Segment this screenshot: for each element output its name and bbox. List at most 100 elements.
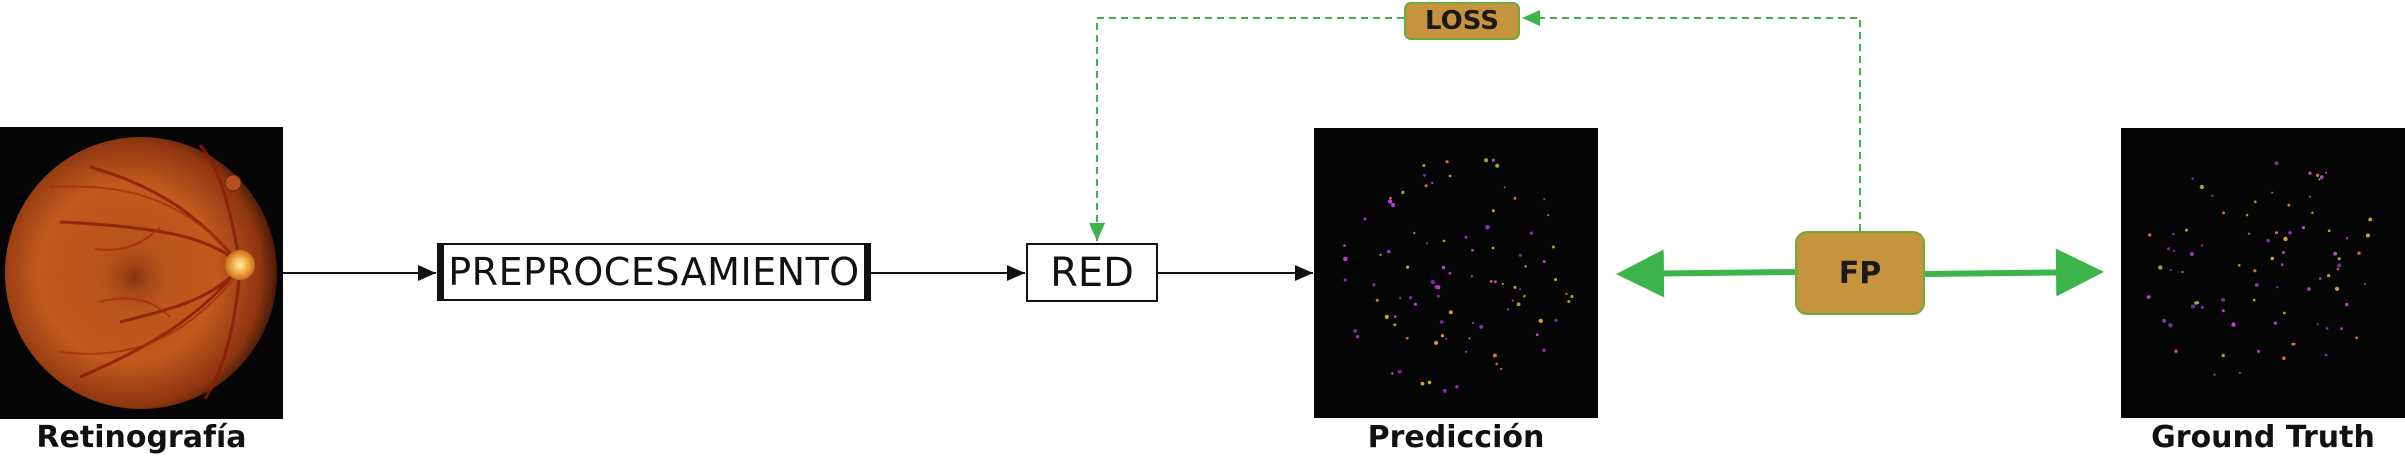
lesion-dot — [1495, 163, 1500, 168]
lesion-dot — [1397, 369, 1402, 374]
lesion-dot — [1430, 279, 1435, 285]
lesion-dot — [2146, 295, 2151, 299]
lesion-dot — [1436, 285, 1441, 290]
lesion-dot — [2340, 327, 2344, 331]
lesion-dot — [1448, 174, 1452, 178]
preprocessing-box: PREPROCESAMIENTO — [437, 243, 871, 301]
lesion-dot — [1408, 296, 1413, 300]
loss-label: LOSS — [1424, 6, 1500, 36]
lesion-dot — [1425, 242, 1429, 245]
lesion-dot — [2325, 327, 2329, 330]
ground-truth-dots — [2146, 161, 2373, 376]
network-label: RED — [1050, 249, 1134, 296]
lesion-dot — [1355, 335, 1360, 339]
lesion-dot — [2308, 171, 2312, 175]
lesion-dot — [1413, 231, 1416, 235]
lesion-dot — [1472, 322, 1474, 324]
arrow-fp-to-ground-truth — [1924, 248, 2104, 297]
prediction-caption: Predicción — [1367, 420, 1545, 455]
lesion-dot — [2345, 237, 2349, 240]
lesion-dot — [2283, 236, 2288, 242]
lesion-dot — [2307, 287, 2311, 291]
lesion-dot — [2245, 214, 2249, 217]
lesion-dot — [1535, 333, 1539, 337]
lesion-dot — [1516, 302, 1521, 307]
lesion-dot — [2337, 257, 2341, 261]
arrow-fp-to-prediction — [1616, 249, 1796, 298]
lesion-dot — [1503, 186, 1506, 189]
loss-box: LOSS — [1404, 2, 1520, 40]
lesion-dot — [2283, 311, 2286, 315]
lesion-dot — [1471, 248, 1474, 252]
lesion-dot — [1464, 235, 1468, 239]
lesion-dot — [1519, 288, 1521, 291]
lesion-dot — [1491, 209, 1495, 213]
lesion-dot — [2273, 321, 2277, 325]
lesion-dot — [1554, 278, 1558, 282]
lesion-dot — [2196, 301, 2200, 305]
lesion-dot — [2282, 251, 2285, 254]
arrow-fp-to-loss — [1522, 10, 1861, 231]
lesion-dot — [1542, 348, 1546, 352]
lesion-dot — [1343, 256, 1348, 262]
lesion-dot — [2311, 211, 2314, 214]
fundus-caption: Retinografía — [36, 420, 247, 455]
lesion-dot — [2189, 252, 2194, 256]
lesion-dot — [2319, 175, 2324, 179]
lesion-dot — [1445, 160, 1449, 164]
lesion-dot — [2200, 244, 2204, 247]
lesion-dot — [1423, 173, 1427, 177]
lesion-dot — [2255, 283, 2259, 287]
lesion-dot — [1489, 280, 1493, 283]
lesion-dot — [2254, 200, 2257, 204]
lesion-dot — [1343, 244, 1346, 247]
lesion-dot — [2336, 267, 2340, 271]
lesion-dot — [1379, 253, 1382, 256]
lesion-dot — [1427, 380, 1432, 385]
lesion-dot — [1565, 292, 1568, 295]
lesion-dot — [1513, 196, 1517, 200]
lesion-dot — [2191, 177, 2194, 180]
fundus-drawing — [5, 137, 277, 409]
lesion-dot — [2337, 263, 2342, 268]
lesion-dot — [2162, 318, 2167, 323]
lesion-dot — [2200, 305, 2204, 309]
lesion-dot — [2318, 178, 2321, 181]
lesion-dot — [1389, 196, 1392, 200]
lesion-dot — [2199, 184, 2205, 190]
lesion-dot — [2167, 247, 2170, 251]
lesion-dot — [1492, 353, 1497, 358]
lesion-dot — [2191, 304, 2195, 309]
lesion-dot — [2316, 323, 2319, 326]
lesion-dot — [1436, 294, 1440, 298]
lesion-dot — [1363, 217, 1367, 221]
lesion-dot — [1372, 283, 1376, 287]
lesion-dot — [2185, 228, 2188, 232]
ground-truth-image — [2121, 128, 2405, 418]
lesion-dot — [2327, 274, 2331, 278]
lesion-dot — [1431, 181, 1434, 184]
lesion-dot — [2274, 161, 2279, 166]
prediction-image — [1314, 128, 1598, 418]
prediction-dots — [1343, 158, 1574, 393]
lesion-dot — [2271, 191, 2274, 194]
lesion-dot — [2325, 171, 2328, 174]
lesion-dot — [1493, 280, 1497, 284]
lesion-dot — [1551, 245, 1555, 249]
lesion-dot — [1393, 323, 1397, 327]
lesion-dot — [2345, 302, 2349, 307]
lesion-dot — [1386, 249, 1391, 254]
lesion-dot — [1465, 350, 1468, 353]
lesion-dot — [2253, 269, 2257, 273]
lesion-dot — [2252, 298, 2256, 302]
lesion-dot — [1543, 198, 1546, 201]
lesion-dot — [1547, 214, 1550, 217]
preprocessing-label: PREPROCESAMIENTO — [448, 250, 860, 294]
lesion-dot — [2357, 251, 2361, 255]
lesion-dot — [1479, 325, 1484, 329]
lesion-dot — [1513, 285, 1517, 289]
lesion-dot — [1422, 164, 1426, 167]
lesion-dot — [2181, 270, 2184, 274]
lesion-dot — [1343, 278, 1347, 282]
